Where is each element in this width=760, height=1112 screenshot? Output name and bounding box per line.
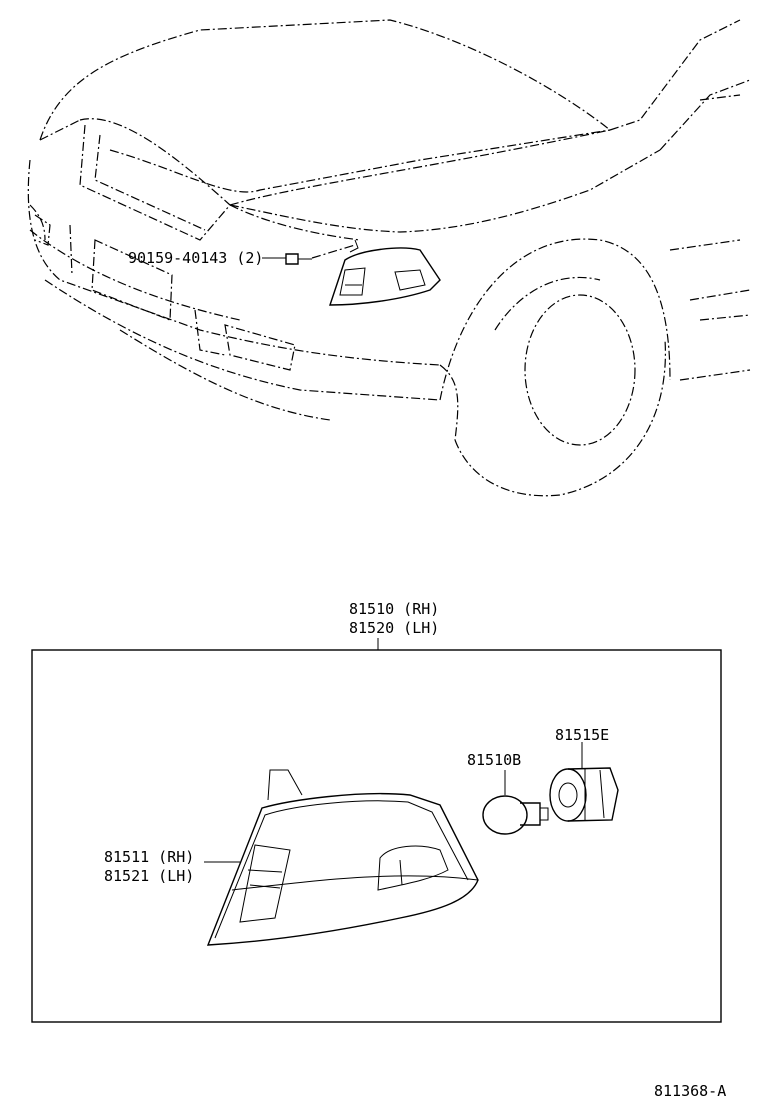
exploded-view-frame	[31, 649, 722, 1023]
installed-lamp	[329, 239, 441, 306]
corner-lamp-assembly	[206, 769, 479, 946]
assembly-rh-label: 81510 (RH)	[349, 600, 440, 618]
bolt-icon	[285, 253, 312, 265]
bolt-part-label: 90159-40143 (2)	[128, 249, 264, 267]
socket-part-label: 81515E	[555, 726, 610, 744]
figure-id-label: 811368-A	[654, 1082, 727, 1100]
car-outline	[27, 19, 751, 497]
assembly-lh-label: 81520 (LH)	[349, 619, 440, 637]
lens-rh-label: 81511 (RH)	[104, 848, 195, 866]
socket-icon	[549, 767, 619, 822]
lens-lh-label: 81521 (LH)	[104, 867, 195, 885]
bulb-icon	[482, 795, 549, 835]
bulb-part-label: 81510B	[467, 751, 522, 769]
